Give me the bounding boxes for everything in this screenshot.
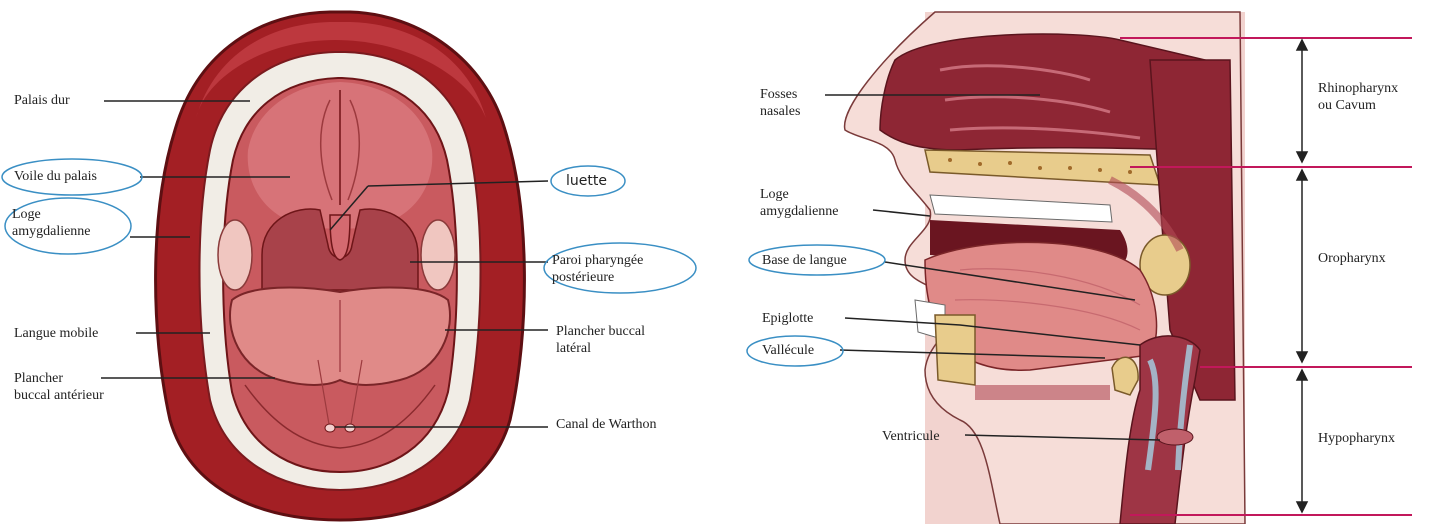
label-oropharynx: Oropharynx xyxy=(1318,250,1386,267)
label-loge-amygdalienne-left: Loge amygdalienne xyxy=(12,206,91,240)
label-ventricule: Ventricule xyxy=(882,428,940,445)
label-base-de-langue: Base de langue xyxy=(762,252,847,269)
label-fosses-nasales: Fosses nasales xyxy=(760,86,800,120)
label-vallecule: Vallécule xyxy=(762,342,814,359)
label-voile-du-palais: Voile du palais xyxy=(14,168,97,185)
label-paroi-pharyngee: Paroi pharyngée postérieure xyxy=(552,252,643,286)
label-rhinopharynx: Rhinopharynx ou Cavum xyxy=(1318,80,1398,114)
label-plancher-buccal-anterieur: Plancher buccal antérieur xyxy=(14,370,104,404)
mouth-front-view xyxy=(156,12,525,520)
label-plancher-buccal-lateral: Plancher buccal latéral xyxy=(556,323,645,357)
label-langue-mobile: Langue mobile xyxy=(14,325,98,342)
label-luette: luette xyxy=(566,173,607,190)
sagittal-section-view xyxy=(845,12,1245,524)
label-epiglotte: Epiglotte xyxy=(762,310,813,327)
pharynx-dimension-arrows xyxy=(1297,40,1307,512)
label-palais-dur: Palais dur xyxy=(14,92,70,109)
label-loge-amygdalienne-right: Loge amygdalienne xyxy=(760,186,839,220)
label-canal-de-warthon: Canal de Warthon xyxy=(556,416,656,433)
label-hypopharynx: Hypopharynx xyxy=(1318,430,1395,447)
